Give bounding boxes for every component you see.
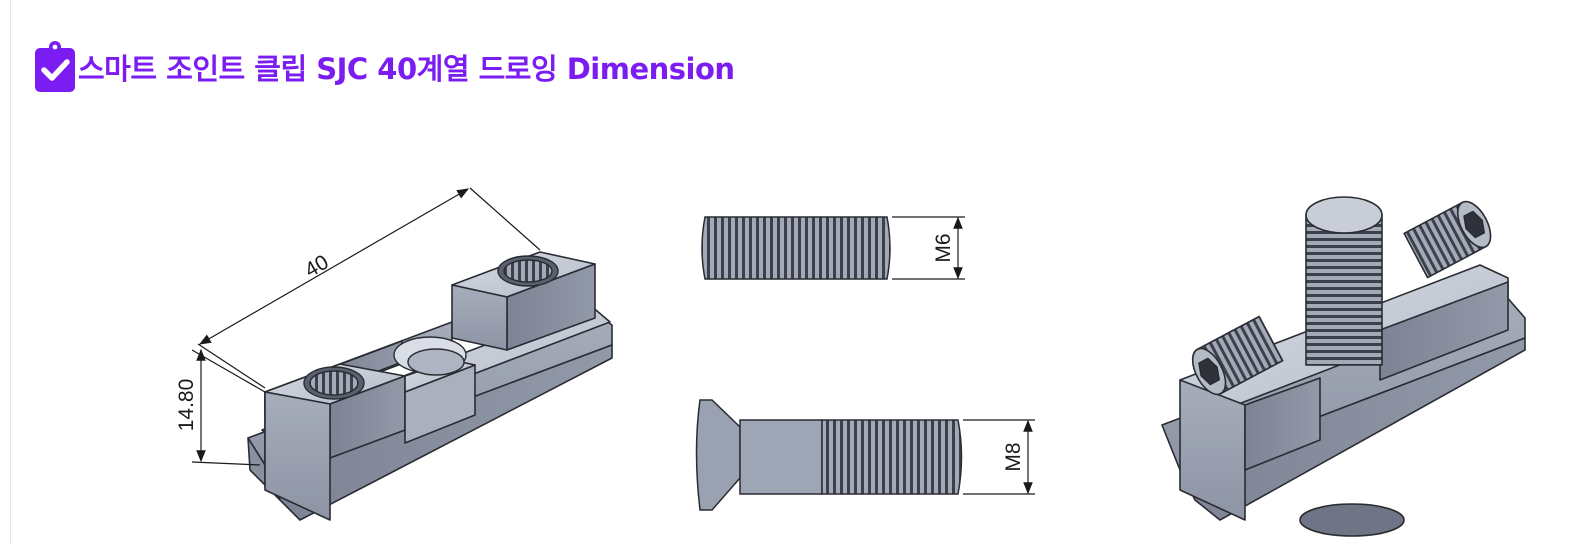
clip-body-part <box>247 251 613 521</box>
m8-countersunk-bolt <box>695 399 963 511</box>
m6-threaded-rod <box>701 216 891 280</box>
m8-dimension <box>963 419 1035 495</box>
counterbore-hole-center <box>393 336 467 376</box>
height-dimension-label: 14.80 <box>175 379 198 432</box>
assembled-clip <box>1161 196 1526 537</box>
length-dimension <box>197 187 541 389</box>
left-border <box>10 0 11 544</box>
page-heading: 스마트 조인트 클립 SJC 40계열 드로잉 Dimension <box>34 40 735 94</box>
m8-dimension-label: M8 <box>1002 442 1025 471</box>
m6-dimension <box>892 216 965 280</box>
length-dimension-label: 40 <box>301 251 333 283</box>
height-dimension <box>191 348 266 466</box>
threaded-hole-left <box>303 366 365 400</box>
m6-dimension-label: M6 <box>932 233 955 262</box>
clipboard-check-icon <box>34 40 76 94</box>
page-title: 스마트 조인트 클립 SJC 40계열 드로잉 Dimension <box>78 52 735 86</box>
threaded-hole-right <box>497 255 559 287</box>
